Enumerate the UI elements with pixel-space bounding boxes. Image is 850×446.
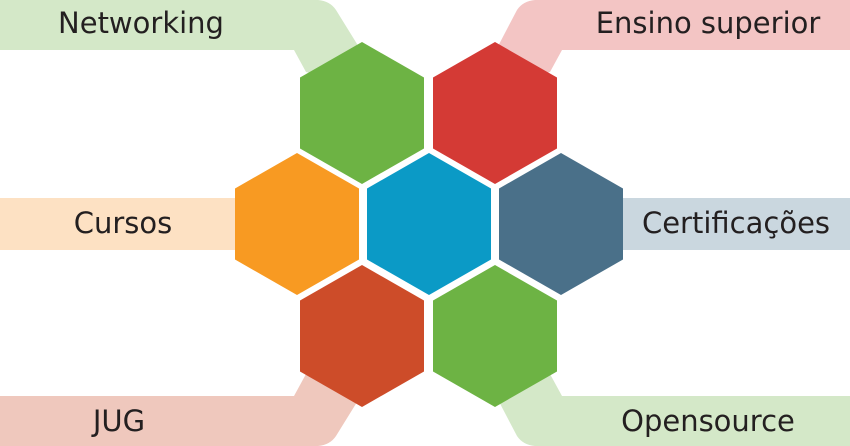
band-networking bbox=[0, 0, 362, 78]
hex-jug bbox=[300, 265, 424, 407]
label-certificacoes: Certificações bbox=[641, 206, 831, 240]
band-cursos bbox=[0, 198, 250, 250]
band-jug bbox=[0, 368, 362, 446]
hex-ensino-superior bbox=[433, 42, 557, 184]
band-certificacoes bbox=[610, 198, 850, 250]
label-jug: JUG bbox=[92, 404, 146, 438]
hex-center bbox=[367, 153, 491, 295]
label-networking: Networking bbox=[58, 6, 224, 40]
band-ensino-superior bbox=[495, 0, 850, 78]
band-opensource bbox=[495, 368, 850, 446]
hex-cursos bbox=[235, 153, 359, 295]
label-ensino-superior: Ensino superior bbox=[595, 6, 821, 40]
hex-opensource bbox=[433, 265, 557, 407]
hex-networking bbox=[300, 42, 424, 184]
label-cursos: Cursos bbox=[73, 206, 173, 240]
label-opensource: Opensource bbox=[621, 404, 795, 438]
hex-certificacoes bbox=[499, 153, 623, 295]
